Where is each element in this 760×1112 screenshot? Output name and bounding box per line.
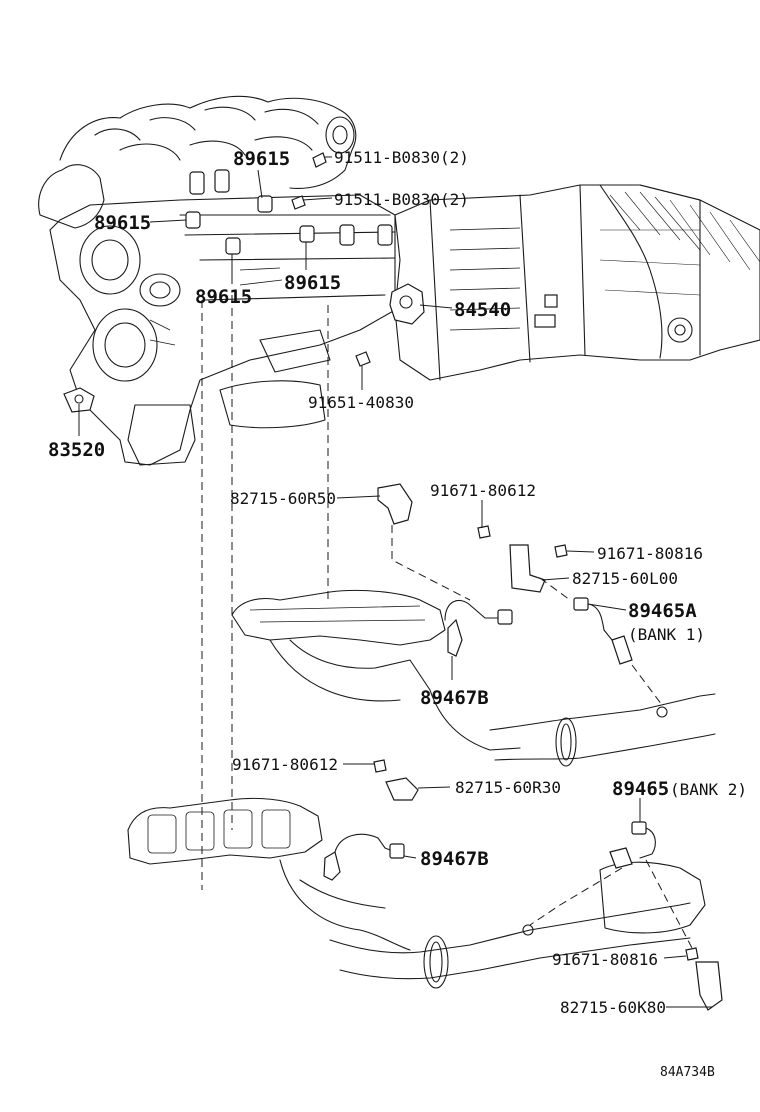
label-89465a[interactable]: 89465A	[628, 600, 697, 622]
leader-lines	[78, 156, 712, 1008]
label-91511-b0830-a[interactable]: 91511-B0830(2)	[334, 148, 469, 167]
label-89465[interactable]: 89465	[612, 778, 669, 800]
label-91671-80816-b[interactable]: 91671-80816	[552, 950, 658, 969]
alignment-lines	[201, 295, 693, 949]
label-91671-80816-a[interactable]: 91671-80816	[597, 544, 703, 563]
engine-illustration	[38, 95, 401, 466]
label-91511-b0830-b[interactable]: 91511-B0830(2)	[334, 190, 469, 209]
label-83520[interactable]: 83520	[48, 439, 105, 461]
label-bank-2: (BANK 2)	[670, 780, 747, 799]
part-labels: 89615 91511-B0830(2) 91511-B0830(2) 8961…	[48, 148, 747, 1080]
label-bank-1: (BANK 1)	[628, 625, 705, 644]
label-91651-40830[interactable]: 91651-40830	[308, 393, 414, 412]
transmission-illustration	[394, 184, 760, 381]
figure-code: 84A734B	[660, 1065, 715, 1080]
label-82715-60r30[interactable]: 82715-60R30	[455, 778, 561, 797]
label-84540[interactable]: 84540	[454, 299, 511, 321]
label-89615-d[interactable]: 89615	[284, 272, 341, 294]
engine-parts	[63, 152, 425, 413]
label-82715-60l00[interactable]: 82715-60L00	[572, 569, 678, 588]
bank1-exhaust-illustration	[231, 483, 716, 767]
label-89467b-a[interactable]: 89467B	[420, 687, 489, 709]
label-89467b-b[interactable]: 89467B	[420, 848, 489, 870]
label-89615-a[interactable]: 89615	[233, 148, 290, 170]
label-82715-60k80[interactable]: 82715-60K80	[560, 998, 666, 1017]
label-82715-60r50[interactable]: 82715-60R50	[230, 489, 336, 508]
bank2-exhaust-illustration	[127, 759, 723, 1011]
label-89615-c[interactable]: 89615	[195, 286, 252, 308]
label-91671-80612-a[interactable]: 91671-80612	[430, 481, 536, 500]
label-91671-80612-b[interactable]: 91671-80612	[232, 755, 338, 774]
label-89615-b[interactable]: 89615	[94, 212, 151, 234]
